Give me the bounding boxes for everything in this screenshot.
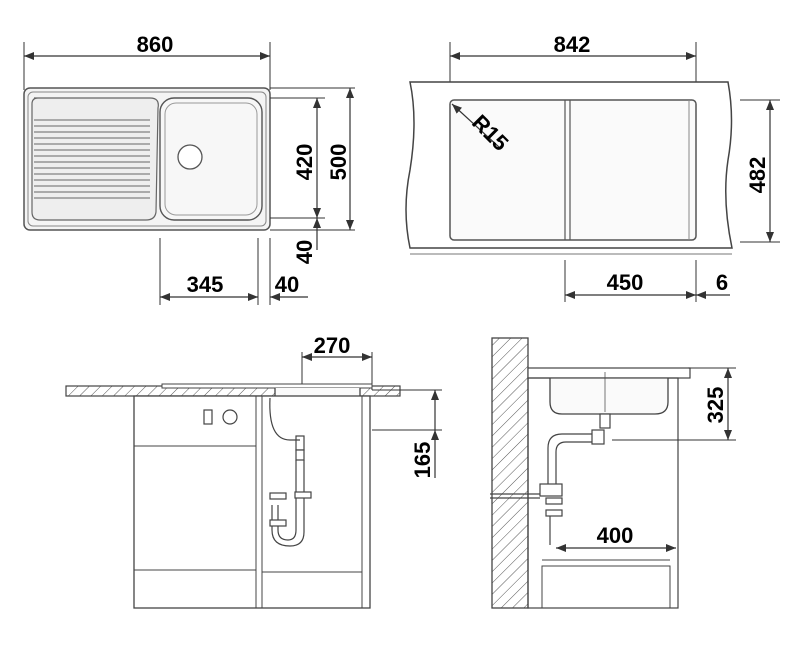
front-bowl-width-label: 270: [314, 333, 351, 358]
rear-gap-label: 40: [292, 240, 317, 264]
bowl-depth-label: 420: [292, 144, 317, 181]
wall-section: [491, 337, 529, 609]
valve-icon: [203, 409, 213, 425]
bowl-right-gap-label: 40: [275, 272, 299, 297]
side-elevation: 325 400: [490, 337, 736, 609]
side-bowl-height-label: 325: [703, 387, 728, 424]
drainer-grooves: [34, 119, 150, 199]
sink-depth-label: 500: [326, 144, 351, 181]
edge-gap-label: 6: [716, 270, 728, 295]
sink-width-label: 860: [137, 32, 174, 57]
cutout-opening: [449, 99, 697, 241]
siphon-trap: [269, 397, 312, 547]
side-worktop: [527, 367, 691, 379]
sink-bowl: [159, 97, 263, 221]
base-cabinet: [133, 395, 371, 609]
cutout-depth-label: 482: [745, 157, 770, 194]
side-bowl: [549, 378, 669, 415]
cutout-width-label: 842: [554, 32, 591, 57]
drainer-area: [31, 97, 159, 221]
cutout-plan-view: 842 R15 482 450 6: [405, 32, 780, 302]
side-waste-pipe: [490, 413, 611, 545]
front-elevation: 270 165: [65, 333, 442, 609]
front-bowl-height-label: 165: [410, 442, 435, 479]
socket-icon: [222, 409, 238, 425]
bowl-offset-label: 345: [187, 272, 224, 297]
sink-plan-view: 860: [23, 32, 355, 305]
drain-hole: [177, 144, 203, 170]
centre-offset-label: 450: [607, 270, 644, 295]
waste-offset-label: 400: [597, 523, 634, 548]
